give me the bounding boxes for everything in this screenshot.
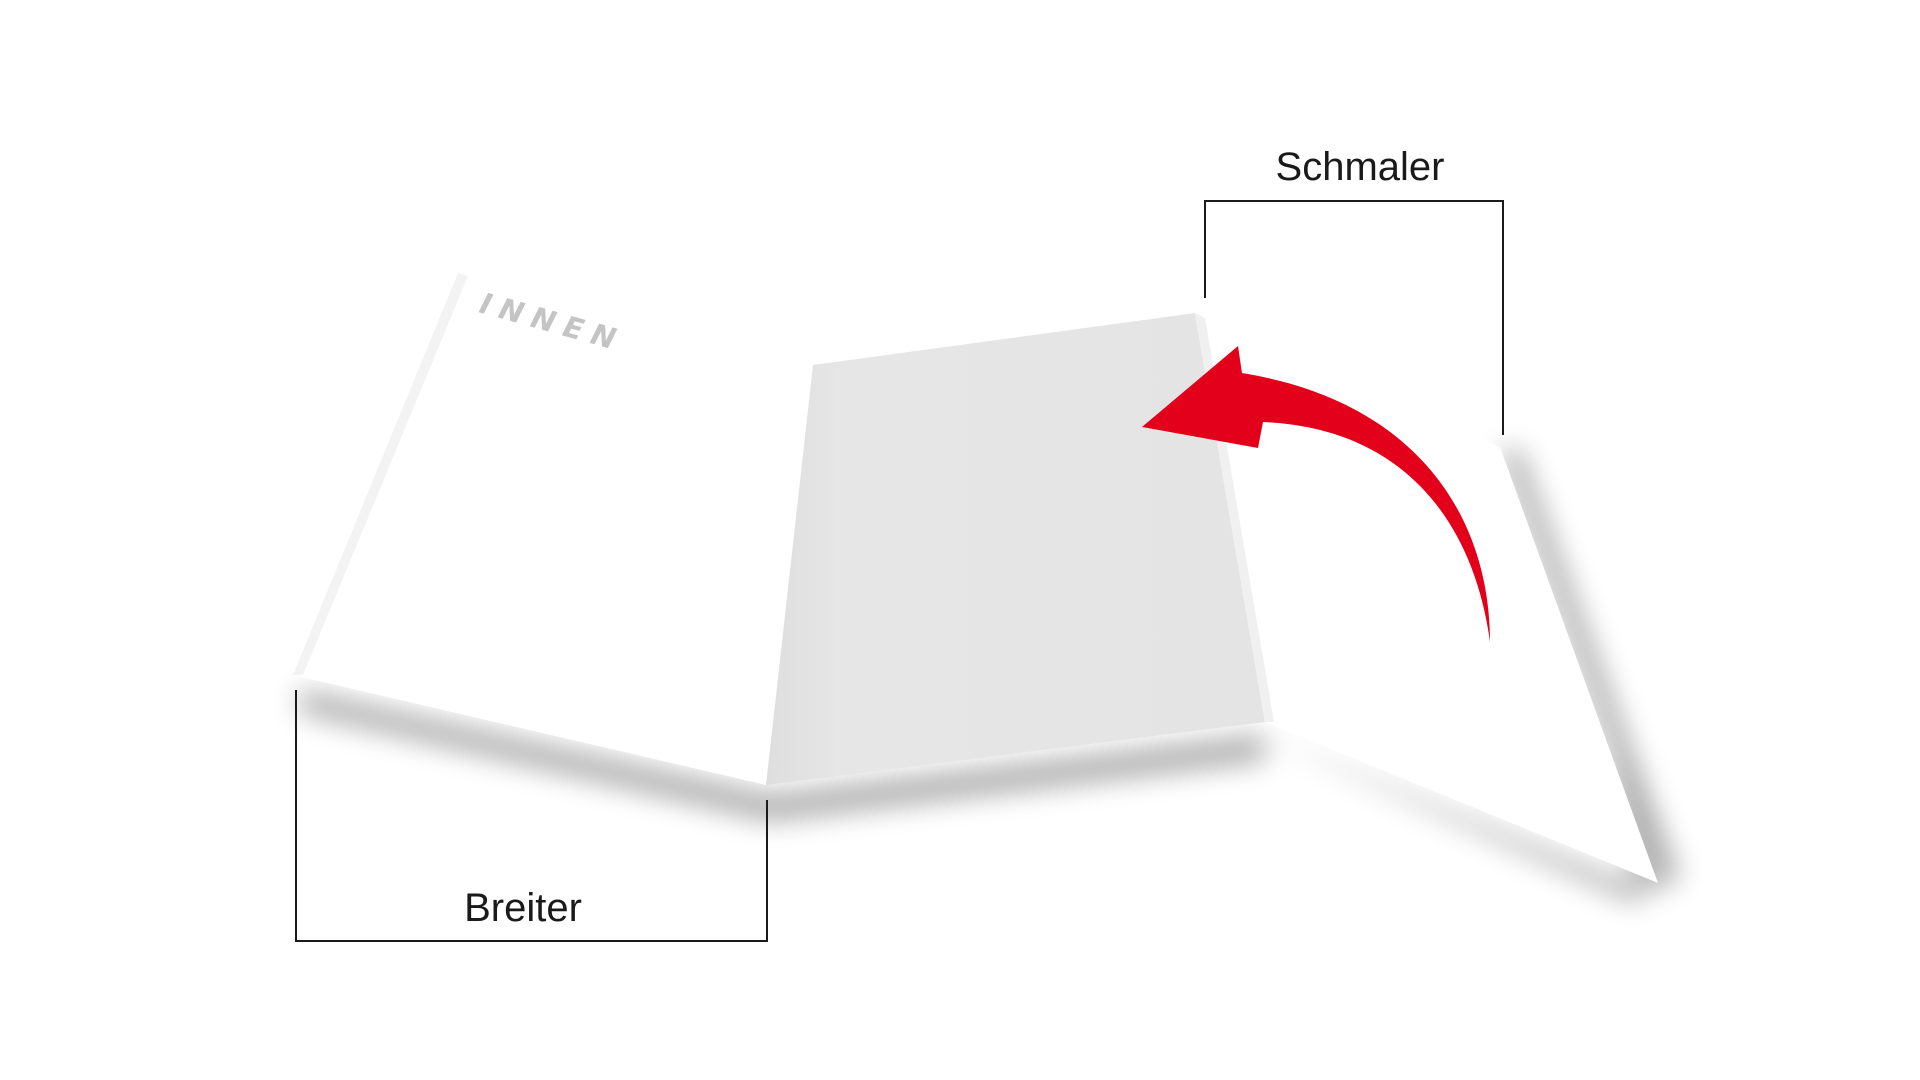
left-panel xyxy=(293,273,813,785)
wide-width-bracket xyxy=(295,690,768,942)
narrow-width-bracket xyxy=(1204,200,1504,435)
narrow-label: Schmaler xyxy=(1276,145,1445,189)
middle-panel xyxy=(766,313,1265,785)
curved-arrow-left-icon xyxy=(1142,346,1490,642)
wide-label: Breiter xyxy=(464,886,582,930)
panel-shadows xyxy=(300,450,1680,905)
right-panel xyxy=(1195,313,1658,883)
left-panel-edge-shade xyxy=(293,273,468,675)
